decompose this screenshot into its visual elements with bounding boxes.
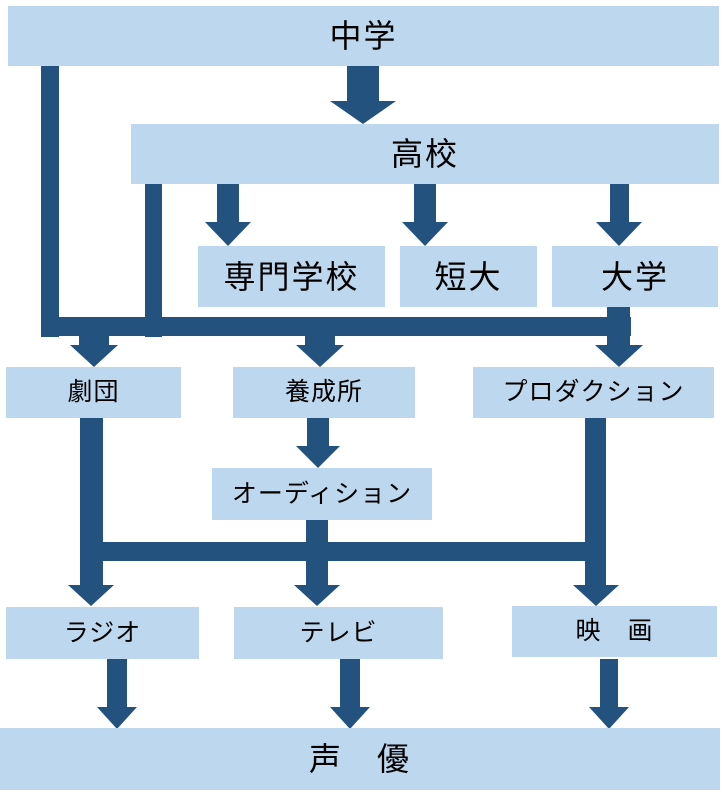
node-production-label: プロダクション — [502, 378, 685, 406]
node-daigaku: 大学 — [552, 246, 718, 307]
arrowhead-to-yoseijo — [296, 345, 344, 367]
arrowhead-koko-to-daigaku — [596, 222, 642, 246]
node-production: プロダクション — [473, 367, 714, 418]
arrowhead-radio-to-seiyu — [97, 707, 137, 729]
arrowhead-koko-to-tandai — [402, 222, 448, 246]
node-radio-label: ラジオ — [63, 618, 142, 647]
arrowhead-to-audition — [296, 446, 340, 468]
node-koko-label: 高校 — [390, 136, 459, 172]
node-seiyu: 声 優 — [0, 728, 720, 790]
node-gekidan-label: 劇団 — [67, 378, 120, 406]
node-chugaku: 中学 — [8, 6, 719, 66]
node-gekidan: 劇団 — [6, 367, 181, 418]
arrow-bar-to-yoseijo — [305, 335, 335, 346]
arrowhead-to-gekidan — [70, 345, 118, 367]
arrowhead-chugaku-to-koko — [330, 101, 396, 124]
node-koko: 高校 — [131, 124, 719, 184]
arrow-koko-to-senmon — [217, 184, 239, 223]
connector-bar-upper — [41, 317, 631, 336]
arrow-koko-to-daigaku — [610, 184, 629, 223]
node-tandai-label: 短大 — [434, 258, 503, 295]
node-radio: ラジオ — [6, 607, 199, 659]
arrow-radio-to-seiyu — [107, 659, 127, 708]
node-tandai: 短大 — [400, 246, 537, 307]
arrowhead-tv-to-seiyu — [330, 707, 370, 729]
node-chugaku-label: 中学 — [329, 18, 398, 54]
connector-daigaku-down-line — [607, 306, 630, 346]
arrowhead-to-production — [595, 345, 643, 367]
arrowhead-eiga-to-seiyu — [589, 707, 629, 729]
node-audition-label: オーディション — [231, 479, 413, 508]
connector-chugaku-bypass-line — [41, 66, 59, 337]
node-tv: テレビ — [234, 607, 443, 659]
node-eiga-label: 映 画 — [575, 617, 654, 645]
connector-bar-lower — [80, 542, 606, 561]
arrow-chugaku-to-koko — [347, 66, 379, 102]
node-yoseijo: 養成所 — [233, 367, 415, 418]
node-seiyu-label: 声 優 — [308, 741, 411, 777]
node-senmon-label: 専門学校 — [223, 258, 360, 295]
arrow-eiga-to-seiyu — [600, 659, 618, 708]
arrowhead-to-radio — [68, 585, 114, 606]
arrowhead-koko-to-senmon — [205, 222, 251, 246]
node-daigaku-label: 大学 — [600, 258, 669, 295]
node-audition: オーディション — [212, 468, 432, 520]
arrowhead-to-eiga — [573, 585, 619, 606]
arrow-koko-to-tandai — [414, 184, 436, 223]
node-yoseijo-label: 養成所 — [284, 378, 363, 406]
arrow-bar-to-gekidan — [79, 335, 109, 346]
node-tv-label: テレビ — [299, 618, 378, 647]
node-senmon: 専門学校 — [198, 246, 385, 307]
node-eiga: 映 画 — [512, 606, 717, 657]
arrow-tv-to-seiyu — [340, 659, 360, 708]
connector-koko-bypass-line — [145, 184, 162, 337]
arrowhead-to-tv — [294, 585, 340, 606]
arrow-yoseijo-to-audition — [307, 418, 329, 447]
